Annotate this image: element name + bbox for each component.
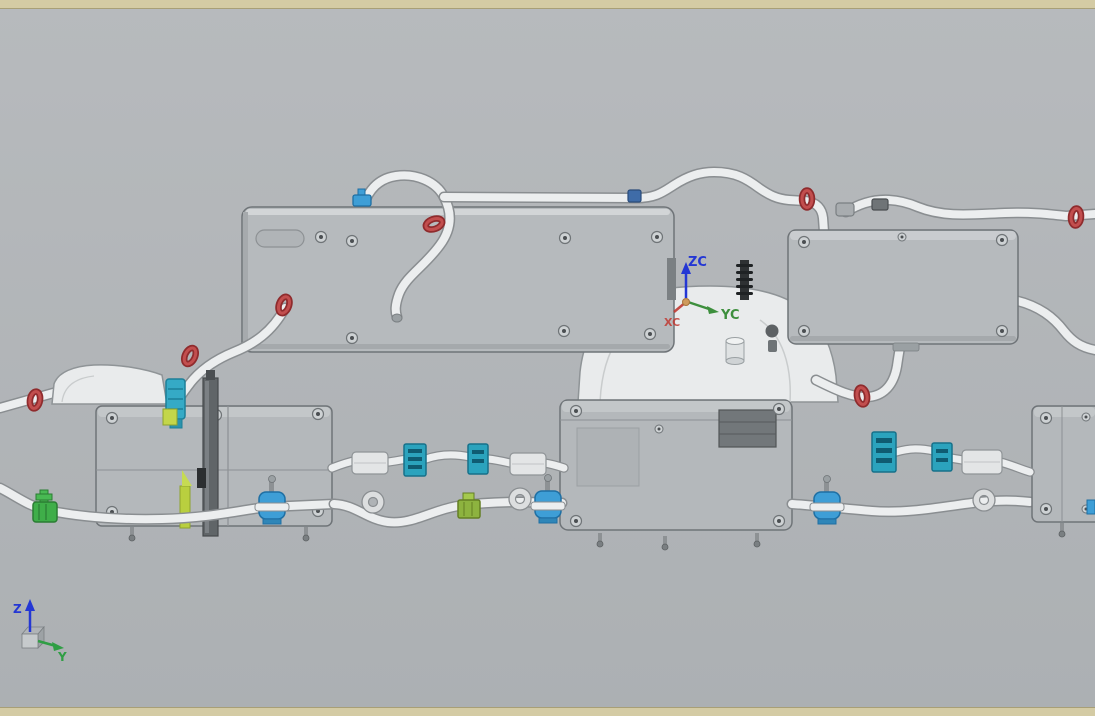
module-center-dark-panel[interactable] [718, 409, 777, 448]
wcs-triad: Z Y [13, 599, 67, 664]
wcs-cube-front[interactable] [21, 633, 39, 649]
xc-axis-label: XC [664, 316, 680, 329]
module-right-top-tab [892, 342, 920, 352]
fitting-lime-connector[interactable] [457, 492, 481, 519]
hose-right-exit[interactable] [1008, 294, 1095, 356]
connector-teal-4[interactable] [931, 442, 953, 472]
window-frame-bottom [0, 707, 1095, 716]
fitting-lime-rail[interactable] [162, 408, 192, 529]
plate-slot [255, 229, 305, 248]
plate-edge-notch [667, 258, 676, 300]
hose-top-loop[interactable] [360, 169, 456, 323]
connector-cluster-right[interactable] [871, 431, 1035, 477]
connector-teal-2[interactable] [467, 443, 489, 475]
threaded-stud[interactable] [736, 260, 753, 300]
wcs-z-label: Z [13, 602, 22, 616]
fixture-rail[interactable] [197, 370, 219, 537]
cover-plate-large[interactable] [241, 206, 676, 353]
wcs-y-label: Y [57, 650, 67, 664]
window-frame-top [0, 0, 1095, 9]
yc-axis-label: YC [720, 308, 740, 323]
fitting-gray-box-top[interactable] [835, 202, 855, 217]
module-left-cover[interactable] [51, 364, 168, 405]
csys-indicator: ZC YC XC [664, 255, 740, 329]
fitting-darkblue-top-run[interactable] [627, 189, 642, 203]
module-center-inset [576, 427, 640, 487]
wcs-z-arrowhead[interactable] [25, 599, 35, 611]
fitting-blue-plate-top[interactable] [352, 188, 372, 207]
boss-cylinder[interactable] [725, 337, 745, 365]
housing-hole [765, 324, 779, 338]
connector-teal-3[interactable] [871, 431, 897, 473]
module-right-top[interactable] [787, 229, 1019, 352]
csys-zc-arrowhead[interactable] [681, 262, 691, 274]
zc-axis-label: ZC [688, 255, 707, 270]
wcs-y-arrowhead[interactable] [52, 642, 64, 651]
module-center[interactable] [559, 399, 793, 531]
fitting-blue-right-edge[interactable] [1086, 499, 1095, 515]
connector-teal-1[interactable] [403, 443, 427, 477]
fitting-green-valve[interactable] [32, 489, 58, 523]
fitting-dark-top-run[interactable] [871, 198, 889, 211]
csys-yc-arrowhead[interactable] [707, 306, 719, 314]
hose-bottom-dip[interactable] [328, 496, 568, 528]
csys-origin-handle[interactable] [682, 298, 690, 306]
connector-cluster-left[interactable] [327, 443, 569, 477]
hose-bottom-run-left[interactable] [0, 482, 340, 525]
module-right-bottom[interactable] [1031, 405, 1095, 523]
